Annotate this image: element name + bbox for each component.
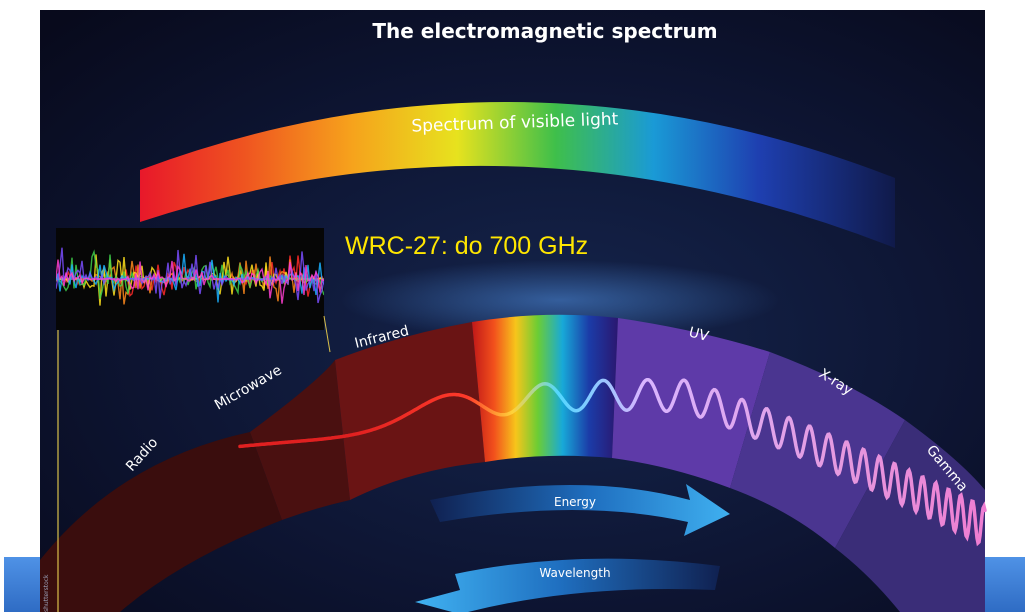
slide-bar-right <box>985 557 1025 612</box>
noise-trace <box>56 247 324 304</box>
wavelength-label: Wavelength <box>539 566 610 580</box>
wavelength-arrow <box>415 558 720 612</box>
band-radio <box>40 432 282 612</box>
visible-light-arc <box>140 101 895 248</box>
band-uv <box>612 318 770 488</box>
thumbnail-leader-line-right <box>323 315 331 353</box>
waveform-thumbnail <box>56 228 331 612</box>
band-visible <box>472 314 618 462</box>
band-label-uv: UV <box>687 324 711 345</box>
em-wave <box>238 377 987 547</box>
wrc-annotation: WRC-27: do 700 GHz <box>345 232 588 260</box>
diagram-title: The electromagnetic spectrum <box>372 19 717 43</box>
glow <box>340 260 780 340</box>
noise-waveform <box>56 247 324 306</box>
energy-arrow <box>430 484 730 536</box>
image-credit: shutterstock <box>43 574 50 612</box>
band-xray <box>730 352 905 548</box>
band-gamma <box>835 420 985 612</box>
energy-label: Energy <box>554 495 596 509</box>
noise-trace <box>56 259 324 304</box>
